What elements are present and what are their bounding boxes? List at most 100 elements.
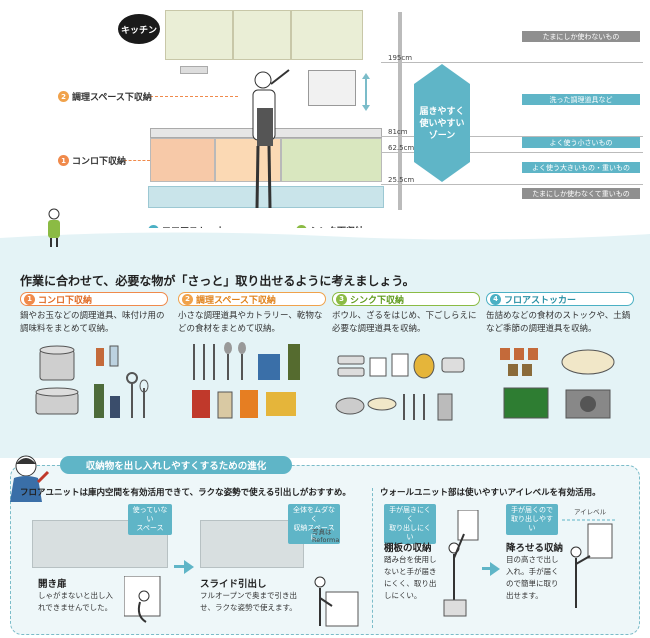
zone-line: 届きやすく (419, 107, 465, 117)
shelf-desc: 踏み台を使用しないと手が届きにくく、取り出しにくい。 (384, 555, 437, 600)
callout-stove: 1 コンロ下収納 (58, 154, 126, 167)
zone-line: ゾーン (428, 131, 456, 141)
standing-person-illustration (314, 576, 359, 627)
stove-items-illustration (35, 345, 149, 418)
column-number: 2 (182, 293, 193, 305)
eye-level-label: アイレベル (574, 508, 607, 516)
slide-drawer-desc: フルオープンで奥まで引き出せ、ラクな姿勢で使えます。 (200, 591, 298, 612)
bubble-text: 手が届きにくく 取り出しにくい (389, 506, 431, 541)
dropdown-desc: 目の高さで出し入れ。手が届くので簡単に取り出せます。 (506, 555, 559, 600)
dropdown-title: 降ろせる収納 (506, 543, 564, 554)
height-label: 81cm (388, 128, 408, 136)
column-number: 4 (490, 293, 501, 305)
bubble-text: 手が届くので 取り出しやすい (511, 506, 553, 532)
upper-cabinet (291, 10, 363, 60)
evolution-banner: 収納物を出し入れしやすくするための進化 (60, 456, 292, 474)
slide-drawer-title: スライド引出し (200, 579, 267, 590)
column-description: ボウル、ざるをはじめ、下ごしらえに必要な調理道具を収納。 (332, 311, 477, 334)
arrow-shaft (174, 565, 186, 568)
column-prep: 2 調理スペース下収納 小さな調理道具やカトラリー、乾物などの食材をまとめて収納… (178, 292, 326, 336)
sink-base-cabinet (281, 138, 382, 182)
slide-drawer-photo (200, 520, 304, 568)
column-number: 3 (336, 293, 347, 305)
height-scale (398, 12, 402, 210)
hard-reach-bubble: 手が届きにくく 取り出しにくい (384, 504, 436, 544)
stove-connector (124, 160, 150, 161)
usage-tag: たまにしか使わなくて重いもの (522, 188, 640, 199)
column-title: シンク下収納 (350, 295, 405, 306)
section-wave (0, 228, 650, 240)
zone-line: 使いやすい (419, 119, 465, 129)
sink-items-illustration (335, 353, 465, 421)
shelf-title: 棚板の収納 (384, 543, 432, 554)
unused-space-bubble: 使っていない スペース (128, 504, 172, 535)
reaching-person-illustration (443, 510, 479, 617)
lift-arrow (362, 73, 370, 111)
prep-items-illustration (192, 342, 300, 419)
column-title: コンロ下収納 (38, 295, 93, 306)
height-label: 25.5cm (388, 176, 415, 184)
upper-cabinet (165, 10, 233, 60)
swing-door-desc: しゃがまないと出し入れできませんでした。 (38, 591, 113, 612)
kitchen-diagram: キッチン 2 調理スペース下収納 1 コンロ下収納 (0, 0, 650, 255)
callout-label: コンロ下収納 (72, 157, 127, 167)
usage-tag: よく使う大きいもの・重いもの (522, 162, 640, 173)
dish-rack (308, 70, 356, 106)
column-header: 1 コンロ下収納 (20, 292, 168, 306)
height-label: 62.5cm (388, 144, 415, 152)
crouching-person-illustration (124, 576, 161, 623)
column-header: 2 調理スペース下収納 (178, 292, 326, 306)
reach-zone-shape (414, 64, 470, 182)
bubble-text: 全体をムダなく 収納スペースに (293, 506, 335, 541)
floor-unit-intro: フロアユニットは庫内空間を有効活用できて、ラクな姿勢で使える引出しがおすすめ。 (20, 488, 351, 498)
column-number: 1 (24, 293, 35, 305)
height-line (381, 136, 643, 137)
column-header: 3 シンク下収納 (332, 292, 480, 306)
usage-tag: よく使う小さいもの (522, 137, 640, 148)
photo-note-text: 写真は Reforma (312, 528, 340, 544)
arrow-shaft (482, 567, 492, 570)
kitchen-tag: キッチン (118, 14, 160, 44)
storage-heading: 作業に合わせて、必要な物が「さっと」取り出せるように考えましょう。 (20, 274, 415, 288)
column-description: 小さな調理道具やカトラリー、乾物などの食材をまとめて収納。 (178, 311, 323, 334)
height-line (381, 152, 643, 153)
floor-items-illustration (500, 348, 615, 419)
callout-number: 1 (58, 155, 69, 166)
floor-stocker (148, 186, 384, 208)
column-stove: 1 コンロ下収納 鍋やお玉などの調理道具、味付け用の調味料をまとめて収納。 (20, 292, 168, 336)
callout-label: 調理スペース下収納 (72, 93, 152, 103)
height-line (381, 62, 643, 63)
easy-reach-bubble: 手が届くので 取り出しやすい (506, 504, 558, 535)
guide-person-icon (10, 455, 50, 502)
photo-note: 写真は Reforma (312, 528, 339, 544)
upper-cabinet (233, 10, 291, 60)
section-divider (372, 488, 373, 628)
storage-categories-section (0, 230, 650, 458)
stove-base-cabinet (150, 138, 215, 182)
column-description: 鍋やお玉などの調理道具、味付け用の調味料をまとめて収納。 (20, 311, 165, 334)
height-label: 195cm (388, 54, 413, 62)
transition-arrow (184, 560, 194, 574)
column-title: フロアストッカー (504, 295, 577, 306)
usage-tag: たまにしか使わないもの (522, 31, 640, 42)
wall-unit-intro: ウォールユニット部は使いやすいアイレベルを有効活用。 (380, 488, 601, 498)
transition-arrow (490, 562, 500, 576)
callout-number: 2 (58, 91, 69, 102)
callout-prep: 2 調理スペース下収納 (58, 90, 152, 103)
prep-connector (150, 96, 238, 97)
column-description: 缶詰めなどの食材のストックや、土鍋など季節の調理道具を収納。 (486, 311, 631, 334)
person-illustration (252, 69, 290, 209)
column-floor: 4 フロアストッカー 缶詰めなどの食材のストックや、土鍋など季節の調理道具を収納… (486, 292, 634, 336)
range-hood (180, 66, 208, 74)
small-person-icon (48, 208, 60, 247)
full-space-bubble: 全体をムダなく 収納スペースに (288, 504, 340, 544)
column-title: 調理スペース下収納 (196, 295, 276, 306)
bubble-text: 使っていない スペース (132, 506, 168, 532)
column-header: 4 フロアストッカー (486, 292, 634, 306)
usage-tag: 洗った調理道具など (522, 94, 640, 105)
height-line (381, 184, 643, 185)
eye-level-person-illustration (562, 519, 616, 608)
column-sink: 3 シンク下収納 ボウル、ざるをはじめ、下ごしらえに必要な調理道具を収納。 (332, 292, 480, 336)
reach-zone-label: 届きやすく 使いやすい ゾーン (418, 106, 466, 142)
